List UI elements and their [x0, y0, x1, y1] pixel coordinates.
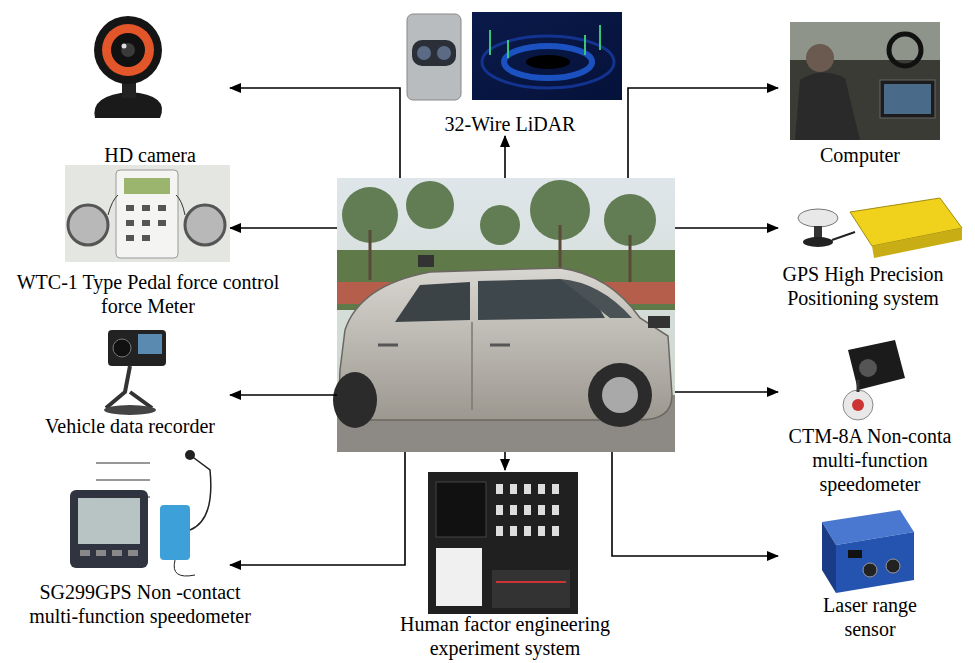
device-label: GPS High Precision Positioning system — [755, 262, 971, 310]
device-label: CTM-8A Non-conta multi-function speedome… — [775, 424, 965, 496]
gps-photo — [798, 198, 962, 258]
car-photo — [333, 178, 675, 452]
lidar-icon — [407, 12, 622, 100]
pedal-force-meter-photo — [65, 165, 230, 262]
experiment-system-photo — [428, 472, 578, 614]
device-label: SG299GPS Non -contact multi-function spe… — [25, 580, 255, 628]
device-label: Vehicle data recorder — [5, 414, 255, 438]
device-label: Computer — [770, 143, 950, 167]
speedometer-sensor-icon — [843, 340, 905, 420]
device-label: HD camera — [40, 143, 260, 167]
device-label: Laser range sensor — [805, 593, 935, 641]
webcam-icon — [94, 16, 162, 118]
recorder-icon — [104, 330, 166, 415]
computer-photo — [790, 22, 940, 140]
device-label: Human factor engineering experiment syst… — [370, 612, 640, 660]
laser-sensor-icon — [822, 510, 914, 593]
device-label: WTC-1 Type Pedal force control force Met… — [10, 270, 286, 318]
device-label: 32-Wire LiDAR — [410, 112, 610, 136]
sg299-photo — [70, 450, 211, 576]
